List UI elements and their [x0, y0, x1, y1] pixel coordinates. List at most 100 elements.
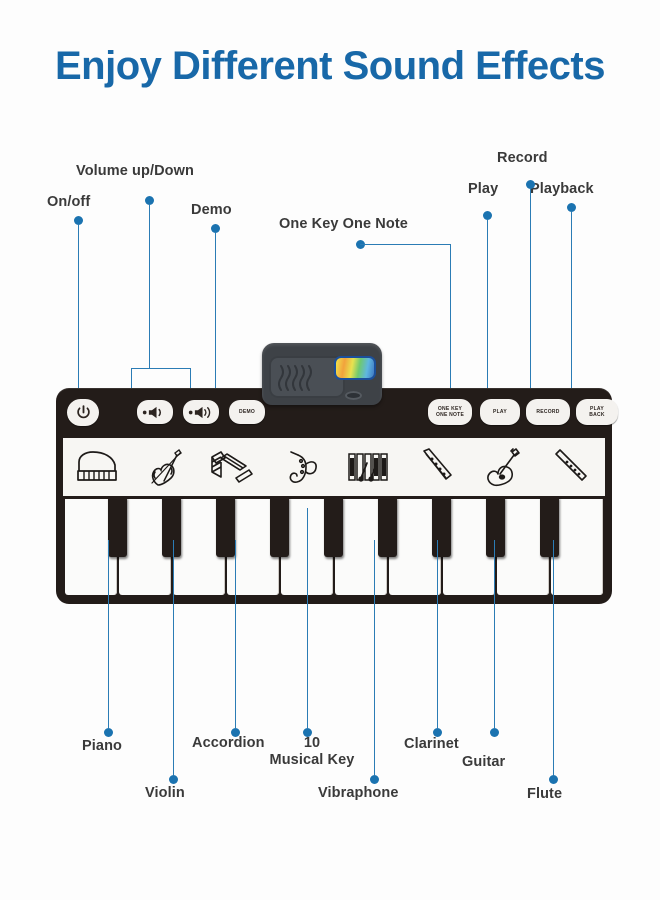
- leader-dot-clarinet: [433, 728, 442, 737]
- record-button[interactable]: RECORD: [526, 399, 570, 425]
- black-key[interactable]: [378, 497, 397, 557]
- instrument-cell-clarinet[interactable]: [402, 438, 470, 496]
- callout-label-ten-musical-key-line1: 10: [303, 735, 321, 751]
- speaker-module[interactable]: [262, 343, 382, 405]
- leader-line-piano: [108, 540, 109, 728]
- leader-dot-record: [526, 180, 535, 189]
- demo-button-label: DEMO: [239, 408, 255, 415]
- accordion-icon: [211, 451, 254, 483]
- play-back-button[interactable]: PLAY BACK: [576, 399, 618, 425]
- leader-dot-violin: [169, 775, 178, 784]
- leader-line-volume-bracket: [131, 368, 191, 369]
- speaker-knob[interactable]: [345, 391, 362, 400]
- leader-dot-guitar: [490, 728, 499, 737]
- leader-line-one-key-vertical: [450, 244, 451, 403]
- instrument-cell-vibraphone[interactable]: [334, 438, 402, 496]
- instrument-cell-accordion[interactable]: [199, 438, 267, 496]
- callout-label-on-off: On/off: [47, 194, 91, 210]
- volume-up-button[interactable]: [183, 400, 219, 424]
- volume-down-button[interactable]: [137, 400, 173, 424]
- leader-line-one-key-horizontal: [360, 244, 450, 245]
- black-key[interactable]: [432, 497, 451, 557]
- leader-line-volume-down: [131, 368, 132, 403]
- leader-line-clarinet: [437, 540, 438, 728]
- leader-line-on-off: [78, 225, 79, 403]
- instrument-cell-flute[interactable]: [537, 438, 605, 496]
- callout-label-play: Play: [468, 181, 499, 197]
- colorful-brand-sticker: [336, 358, 374, 378]
- black-key[interactable]: [486, 497, 505, 557]
- vibraphone-icon: [348, 453, 388, 482]
- black-key[interactable]: [270, 497, 289, 557]
- instrument-cell-guitar[interactable]: [470, 438, 538, 496]
- callout-label-playback: Playback: [530, 181, 594, 197]
- leader-dot-vibraphone: [370, 775, 379, 784]
- callout-label-demo: Demo: [191, 202, 232, 218]
- leader-dot-accordion: [231, 728, 240, 737]
- leader-line-demo: [215, 233, 216, 403]
- black-key[interactable]: [540, 497, 559, 557]
- leader-dot-playback: [567, 203, 576, 212]
- callout-label-volume-up-down: Volume up/Down: [76, 163, 194, 179]
- clarinet-icon: [422, 448, 452, 480]
- leader-line-volume-stem: [149, 205, 150, 368]
- leader-line-playback: [571, 212, 572, 403]
- volume-down-icon: [142, 406, 161, 418]
- control-bar: DEMO ONE KEY ONE NOTE PLAY RECORD PLAY B…: [56, 388, 618, 436]
- white-key[interactable]: [551, 499, 603, 595]
- leader-line-play: [487, 220, 488, 403]
- leader-line-ten-musical-key: [307, 508, 308, 728]
- instrument-cell-violin[interactable]: [131, 438, 199, 496]
- piano-keyboard[interactable]: [63, 497, 605, 597]
- power-icon: [76, 405, 90, 419]
- leader-dot-play: [483, 211, 492, 220]
- leader-dot-on-off: [74, 216, 83, 225]
- black-key[interactable]: [108, 497, 127, 557]
- leader-line-volume-up: [190, 368, 191, 403]
- black-key[interactable]: [162, 497, 181, 557]
- one-key-one-note-button[interactable]: ONE KEY ONE NOTE: [428, 399, 472, 425]
- callout-label-accordion: Accordion: [192, 735, 265, 751]
- musical-piano-mat[interactable]: DEMO ONE KEY ONE NOTE PLAY RECORD PLAY B…: [56, 388, 618, 604]
- leader-dot-volume-up-down: [145, 196, 154, 205]
- leader-line-vibraphone: [374, 540, 375, 775]
- leader-dot-piano: [104, 728, 113, 737]
- callout-label-violin: Violin: [145, 785, 185, 801]
- play-back-button-label: PLAY BACK: [589, 405, 605, 418]
- saxophone-icon: [289, 451, 318, 483]
- callout-label-record: Record: [497, 150, 548, 166]
- page-title: Enjoy Different Sound Effects: [55, 44, 606, 88]
- flute-icon: [555, 449, 587, 481]
- leader-dot-ten-musical-key: [303, 728, 312, 737]
- callout-label-piano: Piano: [82, 738, 122, 754]
- leader-dot-demo: [211, 224, 220, 233]
- play-button[interactable]: PLAY: [480, 399, 520, 425]
- callout-label-clarinet: Clarinet: [404, 736, 459, 752]
- callout-label-flute: Flute: [527, 786, 563, 802]
- violin-icon: [151, 448, 182, 486]
- instrument-icon-strip: [63, 436, 605, 499]
- callout-label-one-key-one-note: One Key One Note: [279, 216, 408, 232]
- callout-label-ten-musical-key: 10 Musical Key: [258, 735, 366, 769]
- callout-label-guitar: Guitar: [462, 754, 506, 770]
- instrument-cell-piano[interactable]: [63, 438, 131, 496]
- speaker-grill-icon: [278, 365, 312, 391]
- volume-up-icon: [188, 406, 211, 418]
- black-key[interactable]: [324, 497, 343, 557]
- leader-line-record: [530, 189, 531, 403]
- leader-line-accordion: [235, 540, 236, 728]
- callout-label-vibraphone: Vibraphone: [318, 785, 399, 801]
- callout-label-ten-musical-key-line2: Musical Key: [269, 752, 355, 769]
- record-button-label: RECORD: [536, 408, 560, 415]
- play-button-label: PLAY: [493, 408, 507, 415]
- demo-button[interactable]: DEMO: [229, 400, 265, 424]
- black-key[interactable]: [216, 497, 235, 557]
- power-button[interactable]: [67, 399, 99, 426]
- leader-line-violin: [173, 540, 174, 775]
- leader-dot-flute: [549, 775, 558, 784]
- guitar-icon: [487, 448, 521, 487]
- instrument-cell-saxophone[interactable]: [266, 438, 334, 496]
- leader-line-guitar: [494, 540, 495, 728]
- grand-piano-icon: [77, 451, 117, 481]
